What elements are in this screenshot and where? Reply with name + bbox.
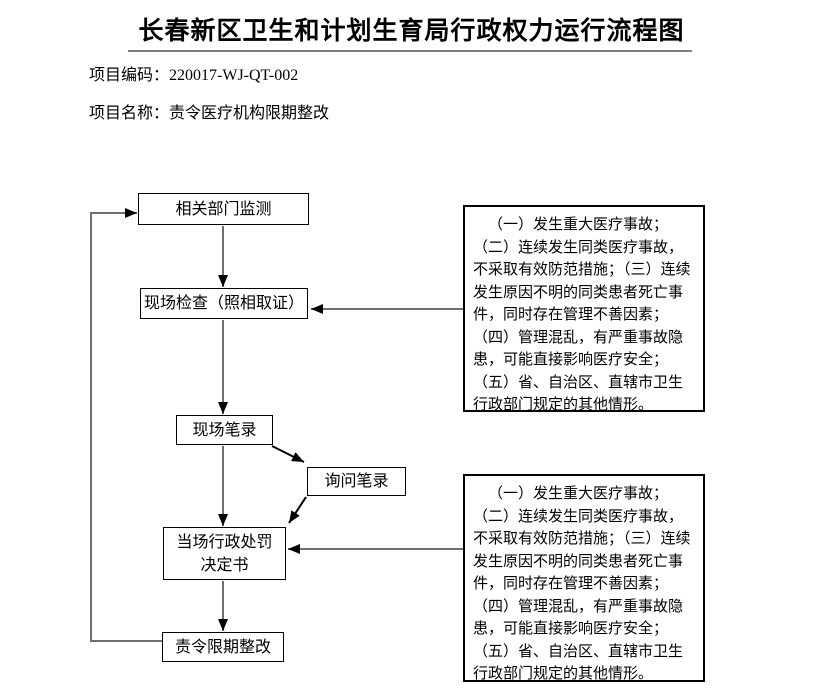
flow-node-monitoring: 相关部门监测 bbox=[138, 193, 309, 225]
condition-note-inspection: （一）发生重大医疗事故；（二）连续发生同类医疗事故，不采取有效防范措施；（三）连… bbox=[463, 205, 705, 413]
project-code-value: 220017-WJ-QT-002 bbox=[169, 67, 299, 84]
project-name-label: 项目名称： bbox=[89, 105, 170, 122]
flow-node-site-record: 现场笔录 bbox=[176, 415, 273, 445]
project-code-label: 项目编码： bbox=[89, 67, 170, 84]
condition-note-penalty: （一）发生重大医疗事故；（二）连续发生同类医疗事故，不采取有效防范措施；（三）连… bbox=[463, 474, 705, 682]
project-code-line: 项目编码：220017-WJ-QT-002 bbox=[89, 61, 298, 85]
flow-node-inquiry-record: 询问笔录 bbox=[307, 467, 406, 496]
page-title: 长春新区卫生和计划生育局行政权力运行流程图 bbox=[138, 17, 685, 45]
flow-node-rectification: 责令限期整改 bbox=[162, 632, 284, 662]
flow-node-inspection: 现场检查（照相取证） bbox=[140, 288, 308, 319]
flow-node-penalty-decision: 当场行政处罚 决定书 bbox=[163, 527, 286, 580]
title-underline bbox=[128, 50, 692, 52]
arrow-inquiry-to-penalty bbox=[288, 496, 307, 524]
arrow-site-record-to-inquiry bbox=[271, 445, 305, 463]
project-name-line: 项目名称：责令医疗机构限期整改 bbox=[89, 99, 329, 123]
project-name-value: 责令医疗机构限期整改 bbox=[169, 105, 330, 122]
arrow-feedback-rectify-to-monitoring bbox=[90, 208, 162, 642]
